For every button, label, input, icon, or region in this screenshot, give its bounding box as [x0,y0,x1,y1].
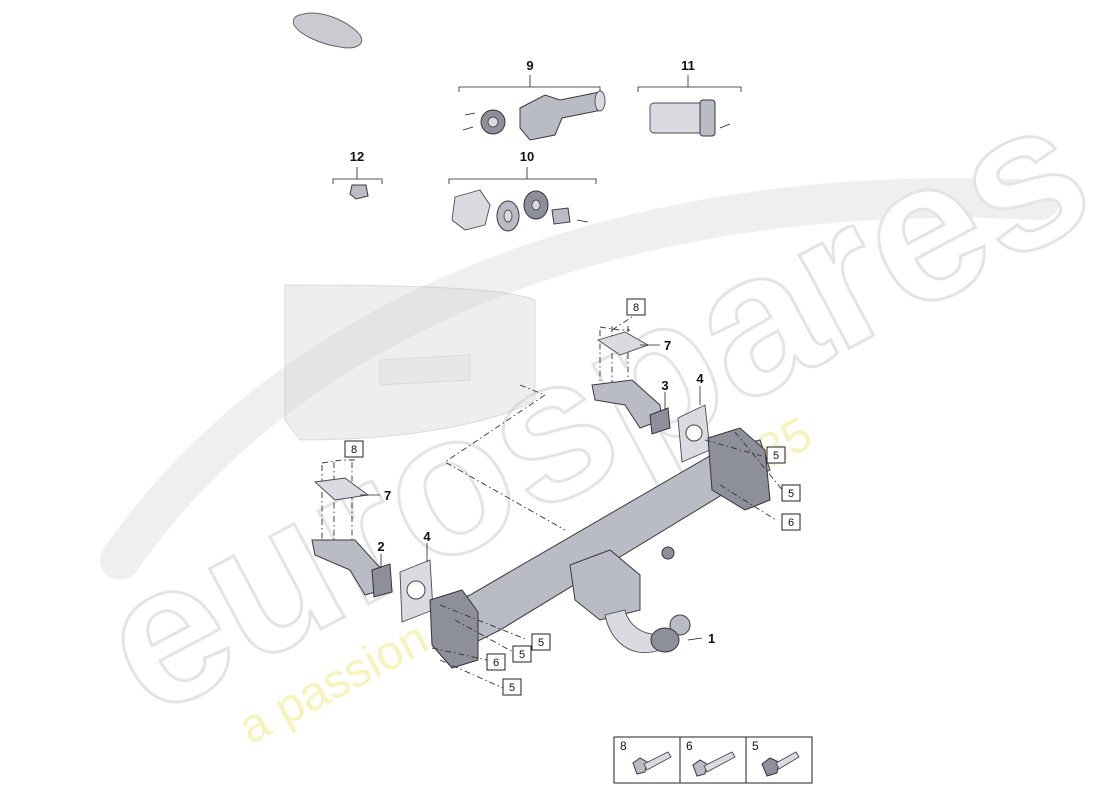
callout-8-lower: 8 [351,444,357,456]
bolt-8-icon [632,751,672,775]
bolt-5-icon [761,751,800,777]
bracket-left-assembly[interactable] [311,462,434,623]
callout-9: 9 [526,58,533,73]
legend-number-5: 5 [752,739,759,753]
legend-number-6: 6 [686,739,693,753]
callout-5-box-left-2: 5 [512,645,532,663]
callout-4-lower: 4 [423,529,431,544]
legend-cell-8[interactable]: 8 [620,739,672,775]
watermark-brand: eurospares [65,55,1100,758]
callout-6-box-right: 6 [781,513,801,531]
watermark: eurospares a passion for parts since 198… [64,53,1100,759]
legend-cell-5[interactable]: 5 [752,739,800,777]
cap-part[interactable] [292,12,363,49]
callout-6-left: 6 [493,657,499,669]
callout-5-left-3: 5 [509,682,515,694]
callout-5-box-right-2: 5 [781,484,801,502]
callout-1: 1 [708,631,715,646]
part-group-9[interactable]: 9 [458,58,606,141]
legend-number-8: 8 [620,739,627,753]
callout-6-box-left: 6 [486,653,506,671]
callout-7-lower: 7 [384,488,391,503]
bracket-right-assembly[interactable] [591,326,711,463]
legend-cell-6[interactable]: 6 [686,739,736,777]
fastener-legend: 8 6 5 [613,736,813,784]
callout-3: 3 [661,378,668,393]
callout-11: 11 [681,58,695,73]
callout-6-right: 6 [788,517,794,529]
callout-5-left-1: 5 [538,637,544,649]
callout-8-lower-box: 8 [321,440,364,464]
routing-line [444,384,566,531]
bolt-6-icon [692,751,736,777]
tow-bar-crossmember[interactable] [429,427,771,669]
callout-5-box-right-1: 5 [766,446,786,464]
part-group-11[interactable]: 11 [637,58,742,137]
callout-8-upper-box: 8 [599,298,646,331]
callout-12: 12 [350,149,364,164]
watermark-swoosh [100,177,1060,580]
callout-2: 2 [377,539,384,554]
callout-8-upper: 8 [633,302,639,314]
part-group-10[interactable]: 10 [448,149,597,232]
callout-5-right-1: 5 [773,450,779,462]
part-group-12[interactable]: 12 [332,149,383,200]
callout-5-right-2: 5 [788,488,794,500]
callout-7-upper: 7 [664,338,671,353]
callout-5-box-left-3: 5 [502,678,522,696]
callout-5-box-left-1: 5 [531,633,551,651]
callout-5-left-2: 5 [519,649,525,661]
car-rear-silhouette [284,284,536,441]
callout-4-upper: 4 [696,371,704,386]
callout-10: 10 [520,149,534,164]
